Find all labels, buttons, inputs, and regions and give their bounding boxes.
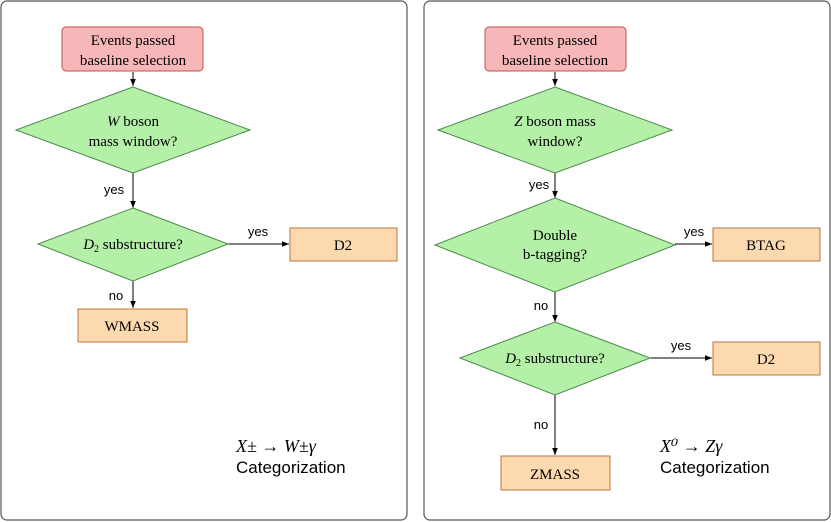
right-edge-label-btag-yes: yes [684,224,705,239]
left-start-line1: Events passed [91,33,176,49]
left-d2-sub: 2 [94,244,99,255]
right-category-d2-label: D2 [757,352,775,368]
left-d2-text: D2 substructure? [82,237,183,255]
left-start-node [61,26,204,72]
left-category-d2 [289,227,398,262]
right-edge-label-d2-yes: yes [671,338,692,353]
right-category-zmass-label: ZMASS [530,467,580,483]
left-d2-rest: substructure? [99,237,183,253]
left-mass-line1: W boson [107,114,160,130]
left-channel-formula: X± → W±γ [235,436,317,456]
left-edge-label-d2-no: no [109,288,123,303]
left-category-wmass [77,308,188,343]
right-btag-line1: Double [533,228,578,244]
left-category-wmass-label: WMASS [104,319,159,335]
right-decision-d2 [458,321,652,396]
left-decision-d2 [36,207,230,282]
right-decision-btag [433,197,677,293]
right-start-line2: baseline selection [502,53,609,69]
left-d2-var: D [82,237,94,253]
right-d2-text: D2 substructure? [504,351,605,369]
left-mass-line1-rest: boson [119,114,159,130]
right-category-btag [712,227,821,262]
right-edge-label-btag-no: no [534,298,548,313]
right-edge-label-mass-yes: yes [529,177,550,192]
right-mass-var: Z [514,114,523,130]
right-channel-label: Categorization [660,458,770,477]
right-edge-label-d2-no: no [534,417,548,432]
left-category-d2-label: D2 [334,238,352,254]
left-decision-mass-window [14,86,252,174]
right-mass-line2: window? [528,134,583,150]
right-d2-var: D [504,351,516,367]
right-category-btag-label: BTAG [746,238,786,254]
right-btag-line2: b-tagging? [523,247,587,263]
right-category-d2 [712,341,821,376]
left-start-line2: baseline selection [80,53,187,69]
right-start-line1: Events passed [513,33,598,49]
right-mass-line1-rest: boson mass [523,114,597,130]
left-edge-label-d2-yes: yes [248,224,269,239]
right-d2-sub: 2 [516,358,521,369]
left-channel-label: Categorization [236,458,346,477]
left-edge-label-mass-yes: yes [104,182,125,197]
left-mass-line2: mass window? [89,134,178,150]
right-channel-formula: X⁰ → Zγ [659,436,723,456]
right-category-zmass [500,455,611,491]
right-decision-mass-window [436,86,674,174]
right-mass-line1: Z boson mass [514,114,596,130]
right-panel: Events passed baseline selection Z boson… [423,0,831,521]
right-d2-rest: substructure? [521,351,605,367]
right-start-node [484,26,627,72]
left-panel: Events passed baseline selection W boson… [0,0,408,521]
left-mass-var: W [107,114,121,130]
